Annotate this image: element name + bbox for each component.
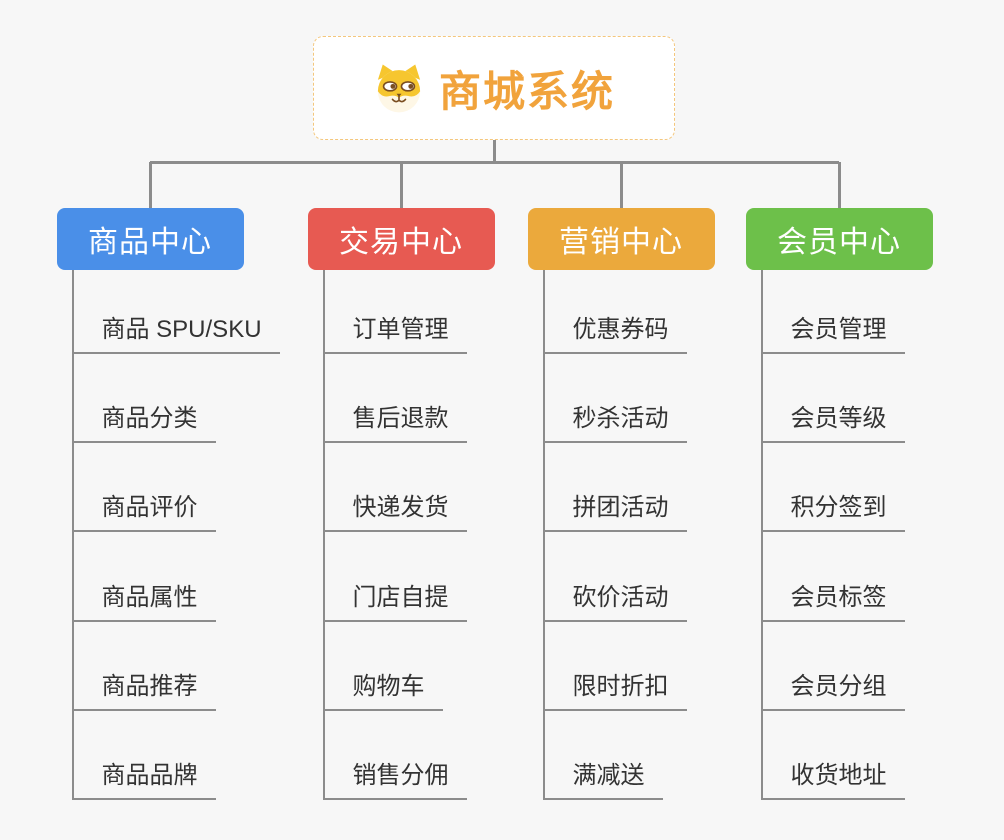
leaf-node[interactable]: 商品 SPU/SKU: [71, 318, 280, 354]
leaf-node[interactable]: 快递发货: [322, 496, 467, 533]
connector-line: [542, 270, 545, 800]
connector-line: [322, 270, 325, 800]
root-title: 商城系统: [438, 67, 615, 115]
leaf-node[interactable]: 收货地址: [760, 764, 905, 800]
leaf-node[interactable]: 满减送: [542, 764, 663, 800]
leaf-node[interactable]: 商品推荐: [71, 674, 216, 711]
connector-line: [492, 140, 496, 164]
leaf-node[interactable]: 砍价活动: [542, 585, 687, 622]
leaf-node[interactable]: 会员等级: [760, 407, 905, 444]
leaf-node[interactable]: 销售分佣: [322, 764, 467, 800]
leaf-node[interactable]: 秒杀活动: [542, 407, 687, 444]
leaf-node[interactable]: 会员管理: [760, 318, 905, 354]
connector-line: [399, 162, 403, 210]
branch-node-1[interactable]: 商品中心: [56, 208, 244, 270]
leaf-node[interactable]: 商品品牌: [71, 764, 216, 800]
connector-line: [71, 270, 74, 800]
leaf-node[interactable]: 拼团活动: [542, 496, 687, 533]
leaf-node[interactable]: 积分签到: [760, 496, 905, 533]
root-node[interactable]: 商城系统: [313, 36, 675, 140]
leaf-node[interactable]: 会员分组: [760, 674, 905, 711]
leaf-node[interactable]: 商品分类: [71, 407, 216, 444]
branch-node-4[interactable]: 会员中心: [745, 208, 933, 270]
connector-line: [760, 270, 763, 800]
connector-line: [148, 162, 152, 210]
leaf-node[interactable]: 限时折扣: [542, 674, 687, 711]
leaf-node[interactable]: 优惠券码: [542, 318, 687, 354]
connector-line: [837, 162, 841, 210]
branch-node-3[interactable]: 营销中心: [527, 208, 715, 270]
leaf-node[interactable]: 购物车: [322, 674, 443, 711]
connector-line: [619, 162, 623, 210]
branch-node-2[interactable]: 交易中心: [307, 208, 495, 270]
leaf-node[interactable]: 商品属性: [71, 585, 216, 622]
leaf-node[interactable]: 商品评价: [71, 496, 216, 533]
connector-line: [150, 160, 839, 164]
leaf-node[interactable]: 门店自提: [322, 585, 467, 622]
shiba-dog-icon: [377, 64, 421, 113]
leaf-node[interactable]: 会员标签: [760, 585, 905, 622]
leaf-node[interactable]: 订单管理: [322, 318, 467, 354]
leaf-node[interactable]: 售后退款: [322, 407, 467, 444]
